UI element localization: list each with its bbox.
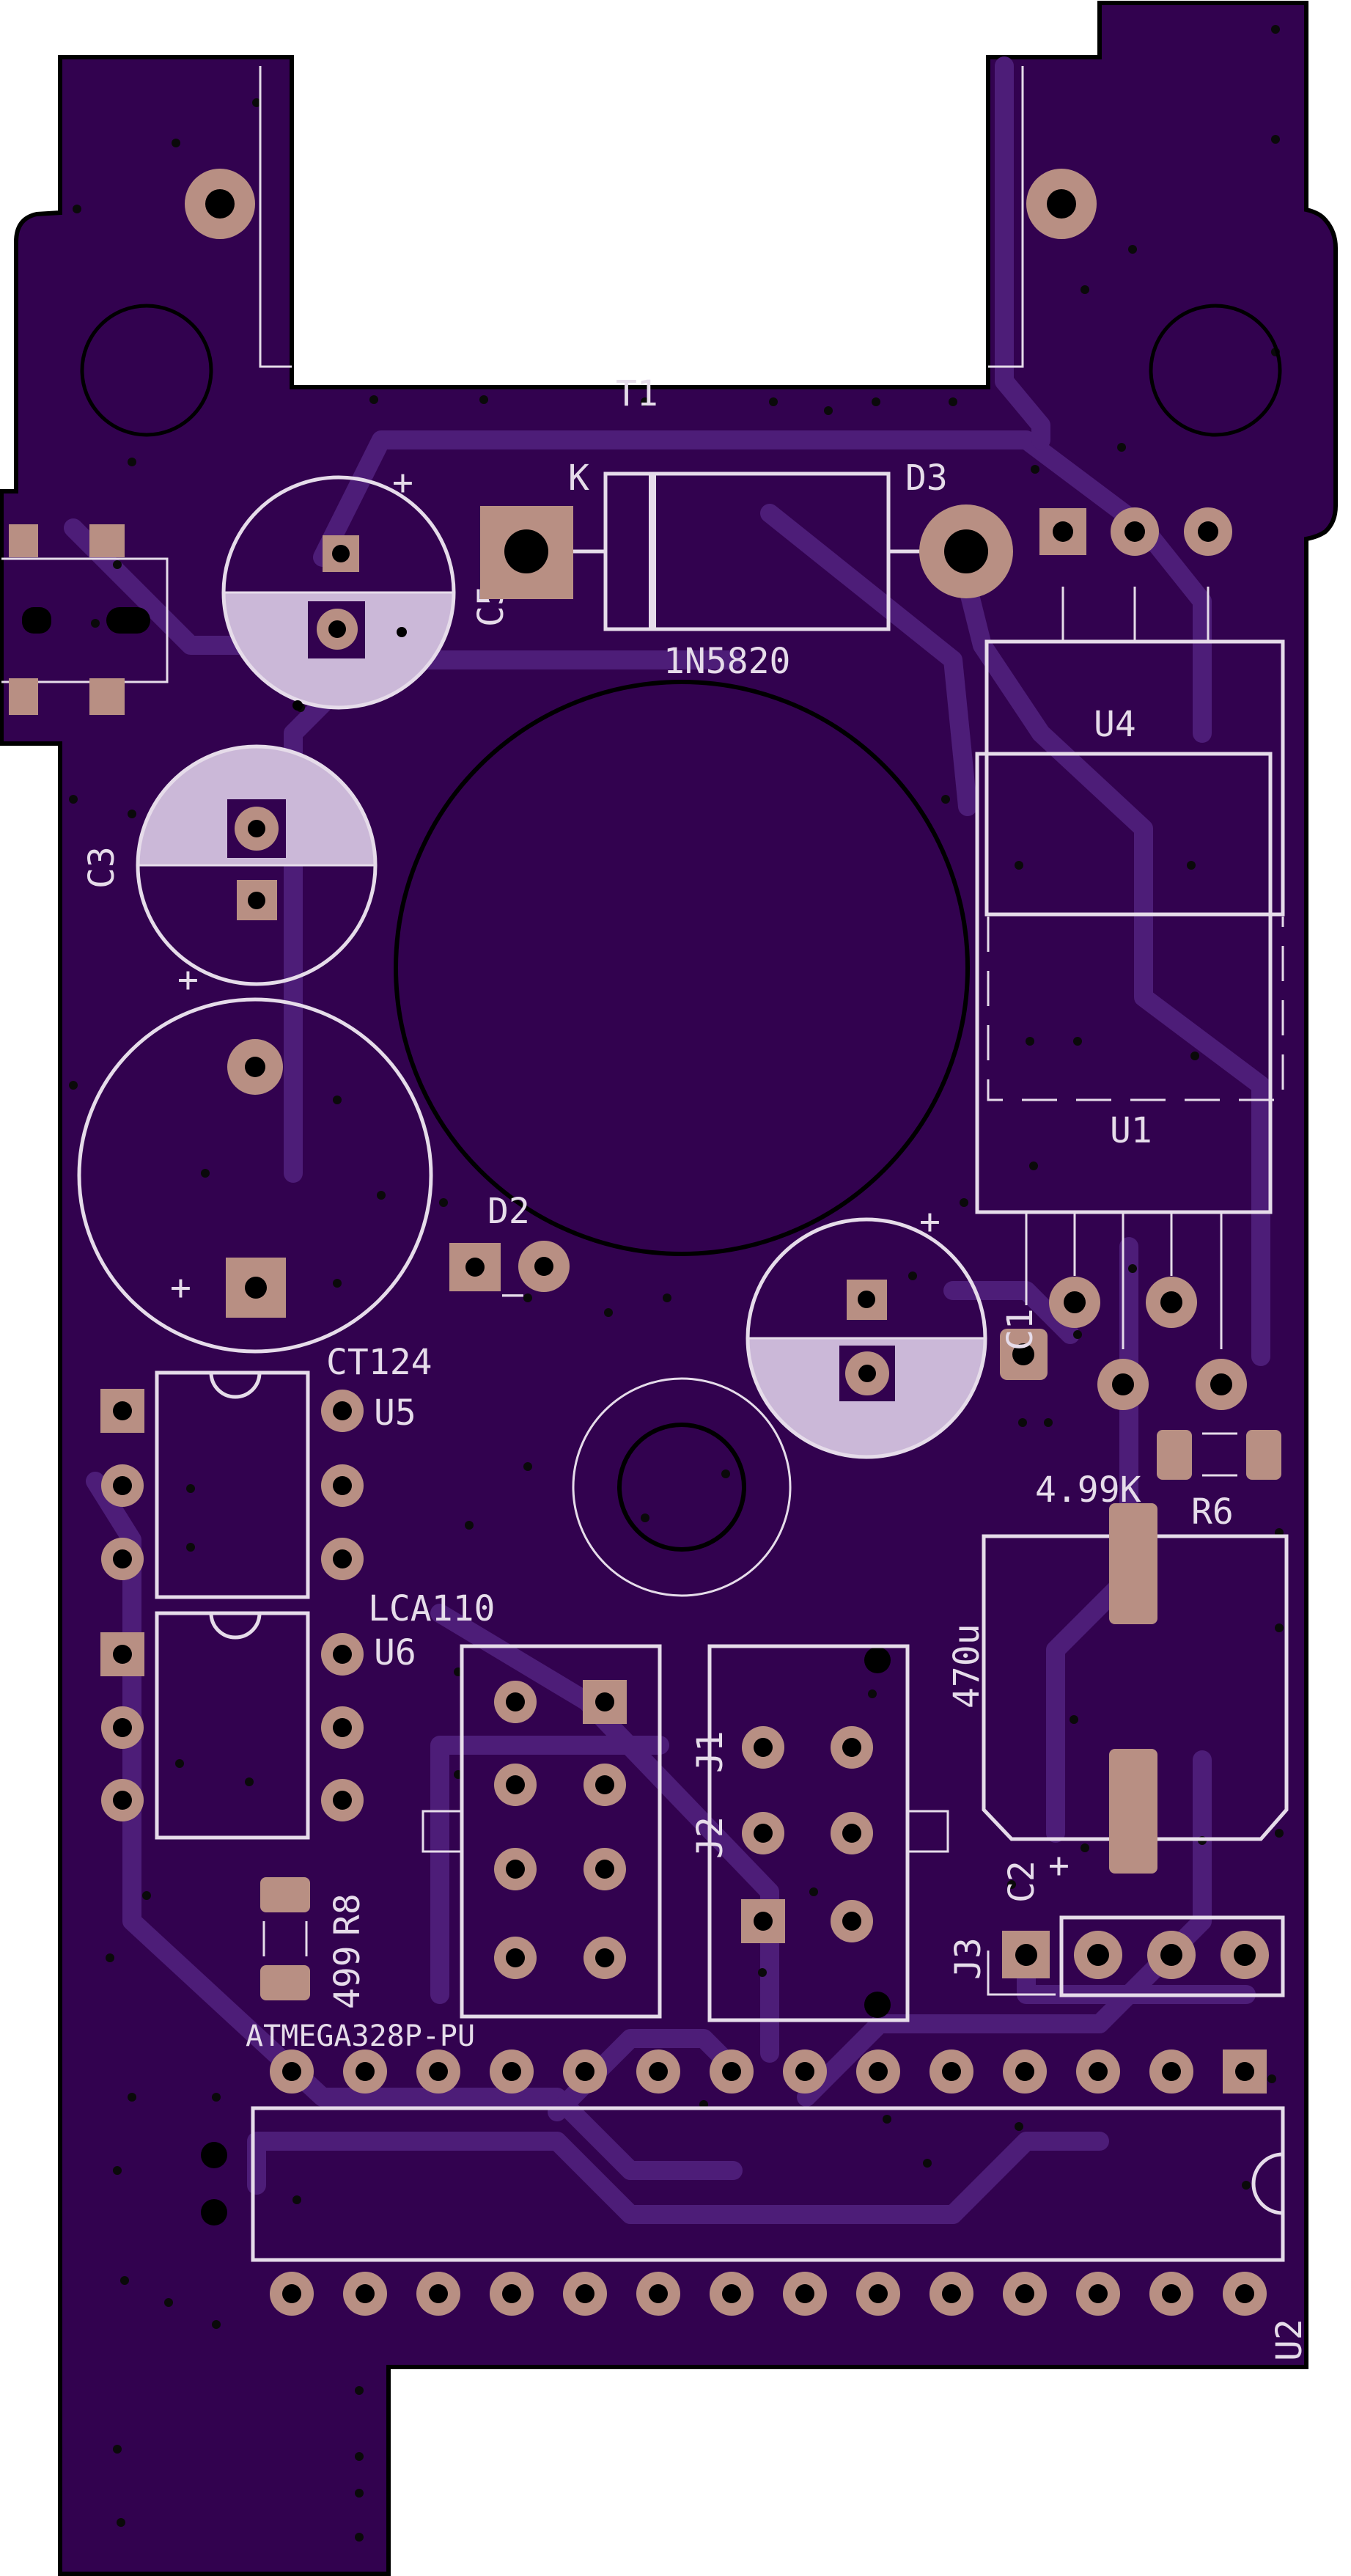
big-electrolytic: + [77,997,433,1354]
r8-resistor: R8 499 [260,1877,368,2009]
u2-pin-hole [575,2062,594,2081]
u2-pin-hole [1015,2284,1034,2303]
u2-pin-hole [649,2284,668,2303]
u2-pin-hole [282,2284,301,2303]
u2-pin-hole [722,2062,741,2081]
u2-pin-hole [722,2284,741,2303]
u2-pin-hole [942,2284,961,2303]
d3-k-label: K [568,458,589,499]
u2-pins-top [270,2050,1267,2094]
c2-plus: + [1048,1845,1070,1886]
u1-label: U1 [1110,1110,1152,1151]
u5-ic: CT124 U5 [100,1342,432,1599]
c3-plus: + [177,959,199,1000]
d2-label: D2 [487,1191,530,1232]
d2-minus: – [502,1273,523,1314]
c3-label: C3 [81,846,122,889]
c1-capacitor: + C1 [746,1201,1041,1459]
c5-capacitor: + C5 [221,462,512,711]
u2-pin-hole [1235,2062,1254,2081]
j2-header [422,1644,662,2019]
j1-header: J1 J2 [690,1644,949,2022]
t1-component: T1 [80,66,1282,437]
r8-value: 499 [327,1945,368,2009]
u2-pin-hole [502,2284,521,2303]
d3-label: D3 [905,458,948,499]
u2-pin-hole [575,2284,594,2303]
u2-pin-hole [1089,2062,1108,2081]
u2-pin-hole [502,2062,521,2081]
u2-pin-hole [869,2062,888,2081]
c1-label: C1 [1000,1308,1041,1351]
big-cap-plus: + [170,1267,191,1308]
u2-pin-hole [356,2284,375,2303]
u2-pin-hole [1162,2062,1181,2081]
u4-label: U4 [1094,704,1136,745]
u2-pin-hole [1089,2284,1108,2303]
u2-pin-hole [1015,2062,1034,2081]
u2-pin-hole [429,2284,448,2303]
u2-pins-bottom [270,2272,1267,2316]
r8-label: R8 [327,1893,368,1936]
u5-value: CT124 [326,1342,432,1383]
c2-capacitor: + 470u C2 [946,1503,1289,1903]
u2-pin-hole [869,2284,888,2303]
mounting-hole [572,1377,792,1597]
t1-label: T1 [616,373,658,414]
large-vias [201,1647,891,2225]
c3-capacitor: + C3 [81,744,378,1000]
u2-value: ATMEGA328P-PU [246,2019,475,2053]
u6-value: LCA110 [368,1588,495,1629]
d3-diode: K D3 1N5820 [480,458,1013,682]
u2-pin-hole [429,2062,448,2081]
u4-regulator: U4 [984,507,1285,917]
inductor-large [394,680,970,1256]
j3-header: J3 [948,1915,1285,1997]
u2-label: U2 [1269,2319,1310,2361]
j1-label: J1 [690,1731,731,1773]
j3-label: J3 [948,1937,989,1980]
u2-pin-hole [795,2062,814,2081]
u1-regulator: U1 [975,752,1284,1410]
u2-pin-hole [282,2062,301,2081]
u2-pin-hole [1162,2284,1181,2303]
u5-label: U5 [374,1392,416,1434]
dc-jack [1,524,169,715]
d3-value: 1N5820 [663,641,790,682]
u2-pin-hole [649,2062,668,2081]
u2-pin-hole [1235,2284,1254,2303]
r6-label: R6 [1191,1491,1234,1533]
u6-ic: LCA110 U6 [100,1588,495,1840]
c2-value: 470u [946,1623,987,1709]
c1-plus: + [919,1201,940,1242]
c2-label: C2 [1001,1860,1042,1903]
c5-plus: + [392,462,413,503]
u2-pin-hole [795,2284,814,2303]
u2-microcontroller: ATMEGA328P-PU U2 [246,2019,1310,2361]
d2-diode: D2 – [449,1191,570,1314]
u2-pin-hole [356,2062,375,2081]
u2-pin-hole [942,2062,961,2081]
j2-label: J2 [690,1816,731,1859]
u6-label: U6 [374,1632,416,1673]
